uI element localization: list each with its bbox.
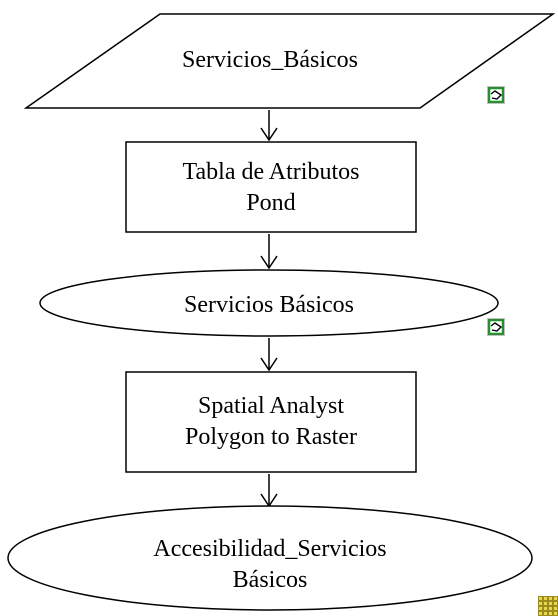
output-ellipse[interactable] [7,505,533,611]
input-parallelogram[interactable] [23,13,556,109]
step2-label-line2: Polygon to Raster [185,424,357,450]
step2-label-line1: Spatial Analyst [198,393,344,419]
output-label-line2: Básicos [232,567,308,593]
raster-layer-icon [538,596,558,616]
polygon-layer-icon [487,86,505,104]
step2-rectangle[interactable] [125,371,417,473]
step1-label-line2: Pond [246,190,296,216]
arrow-4 [260,474,278,508]
arrow-2 [260,234,278,270]
arrow-3 [260,338,278,372]
mid-ellipse[interactable] [39,269,499,337]
input-label: Servicios_Básicos [182,47,358,73]
arrow-1 [260,110,278,142]
step1-label-line1: Tabla de Atributos [182,159,360,185]
polygon-layer-icon [487,318,505,336]
mid-label: Servicios Básicos [184,292,354,318]
output-label-line1: Accesibilidad_Servicios [153,536,387,562]
step1-rectangle[interactable] [125,141,417,233]
